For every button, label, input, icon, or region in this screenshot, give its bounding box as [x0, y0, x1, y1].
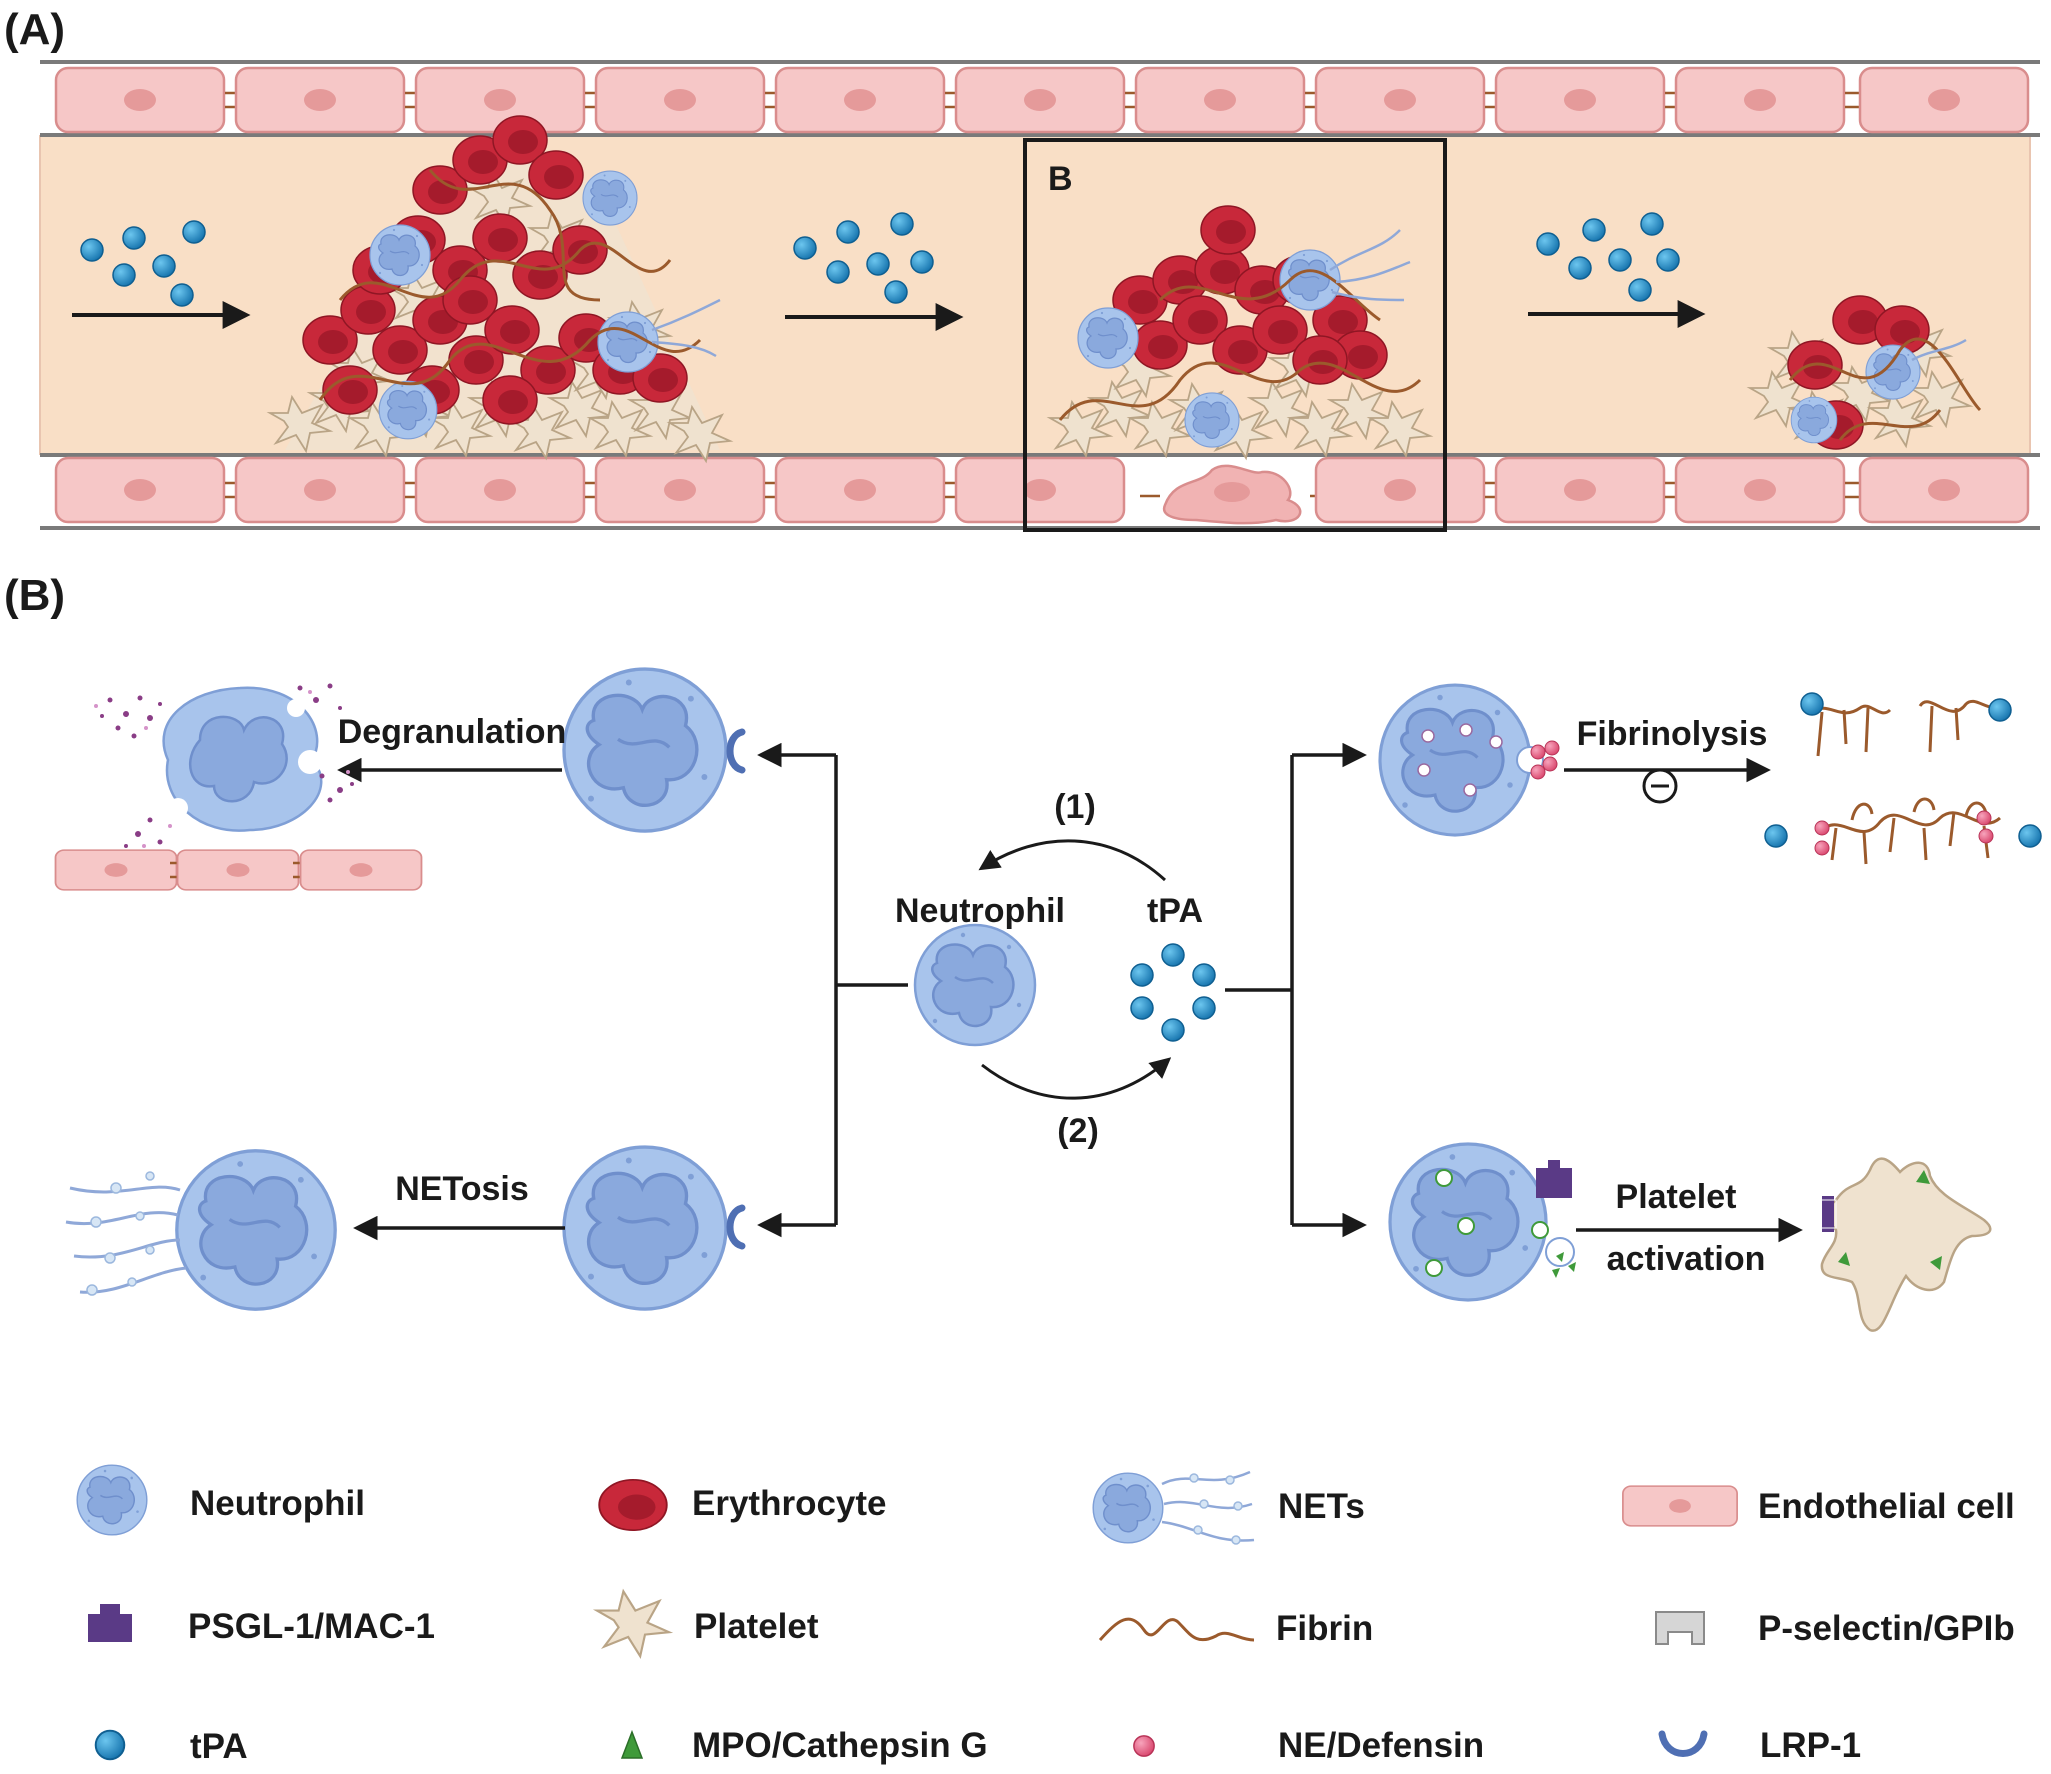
legend-label-nets: NETs — [1278, 1487, 1365, 1526]
fibrin-icon — [1098, 1617, 1255, 1642]
panel-label-b: (B) — [4, 571, 65, 620]
neutrophil-icon — [76, 1464, 148, 1536]
lrp1-icon — [1658, 1730, 1708, 1757]
loop-arrow-top — [978, 839, 1167, 882]
erythrocyte-icon — [598, 1478, 668, 1532]
legend-label-neutrophil: Neutrophil — [190, 1484, 365, 1523]
legend-label-ne-defensin: NE/Defensin — [1278, 1726, 1484, 1765]
legend-label-mpo: MPO/Cathepsin G — [692, 1726, 988, 1765]
legend-label-p-selectin: P-selectin/GPIb — [1758, 1609, 2015, 1648]
damaged-endothelial-cell — [1140, 464, 1330, 525]
platelet-activation-label-1: Platelet — [1616, 1178, 1737, 1216]
legend-label-erythrocyte: Erythrocyte — [692, 1484, 887, 1523]
loop-arrow-bottom — [981, 1057, 1172, 1100]
degranulation-label: Degranulation — [338, 713, 567, 751]
panel-label-a: (A) — [4, 5, 65, 54]
degranulation-endothelium — [54, 849, 423, 891]
center-neutrophil-label: Neutrophil — [895, 892, 1065, 930]
legend-label-tpa: tPA — [190, 1727, 248, 1766]
endothelium-bottom — [54, 456, 2030, 525]
loop-label-bottom: (2) — [1057, 1112, 1099, 1150]
legend-label-platelet: Platelet — [694, 1607, 819, 1646]
activated-platelet — [1820, 1157, 1992, 1332]
fibrinolysis-label: Fibrinolysis — [1577, 715, 1768, 753]
center-neutrophil — [913, 923, 1037, 1047]
fibrin-degradation-products — [1764, 692, 2042, 865]
mpo-icon — [620, 1729, 644, 1759]
platelet-icon — [595, 1590, 671, 1658]
legend-label-lrp1: LRP-1 — [1760, 1726, 1861, 1765]
right-branch-connector — [1225, 742, 1367, 1238]
zoom-box — [1023, 138, 1447, 532]
neutrophil-lrp1-bottom — [562, 1145, 746, 1311]
neutrophil-lrp1-top — [562, 667, 746, 833]
tpa-icon — [94, 1729, 126, 1761]
neutrophil-ne-granules — [1378, 683, 1560, 837]
ne-defensin-icon — [1133, 1735, 1155, 1757]
endothelium-top — [54, 66, 2030, 134]
legend: Neutrophil Erythrocyte NETs Endothelial … — [76, 1464, 2015, 1766]
small-thrombus — [1749, 295, 1982, 450]
neutrophil-psgl-mpo — [1388, 1142, 1576, 1302]
zoom-box-label: B — [1048, 160, 1073, 198]
legend-label-fibrin: Fibrin — [1276, 1609, 1373, 1648]
netosis-label: NETosis — [395, 1170, 529, 1208]
p-selectin-icon — [1655, 1611, 1705, 1645]
psgl-mac-icon — [88, 1604, 132, 1642]
nets-icon — [1092, 1470, 1255, 1545]
legend-label-psgl-mac: PSGL-1/MAC-1 — [188, 1607, 435, 1646]
netosis-neutrophil — [65, 1149, 337, 1311]
degranulating-neutrophil — [94, 683, 354, 848]
left-branch-connector — [757, 742, 908, 1238]
platelet-activation-label-2: activation — [1607, 1240, 1766, 1278]
center-tpa-label: tPA — [1147, 892, 1203, 930]
medium-thrombus — [1049, 205, 1431, 459]
loop-label-top: (1) — [1054, 788, 1096, 826]
endothelial-cell-icon — [1622, 1485, 1738, 1527]
large-thrombus — [269, 115, 731, 462]
legend-label-endothelial-cell: Endothelial cell — [1758, 1487, 2015, 1526]
center-tpa-ring — [1130, 943, 1216, 1042]
